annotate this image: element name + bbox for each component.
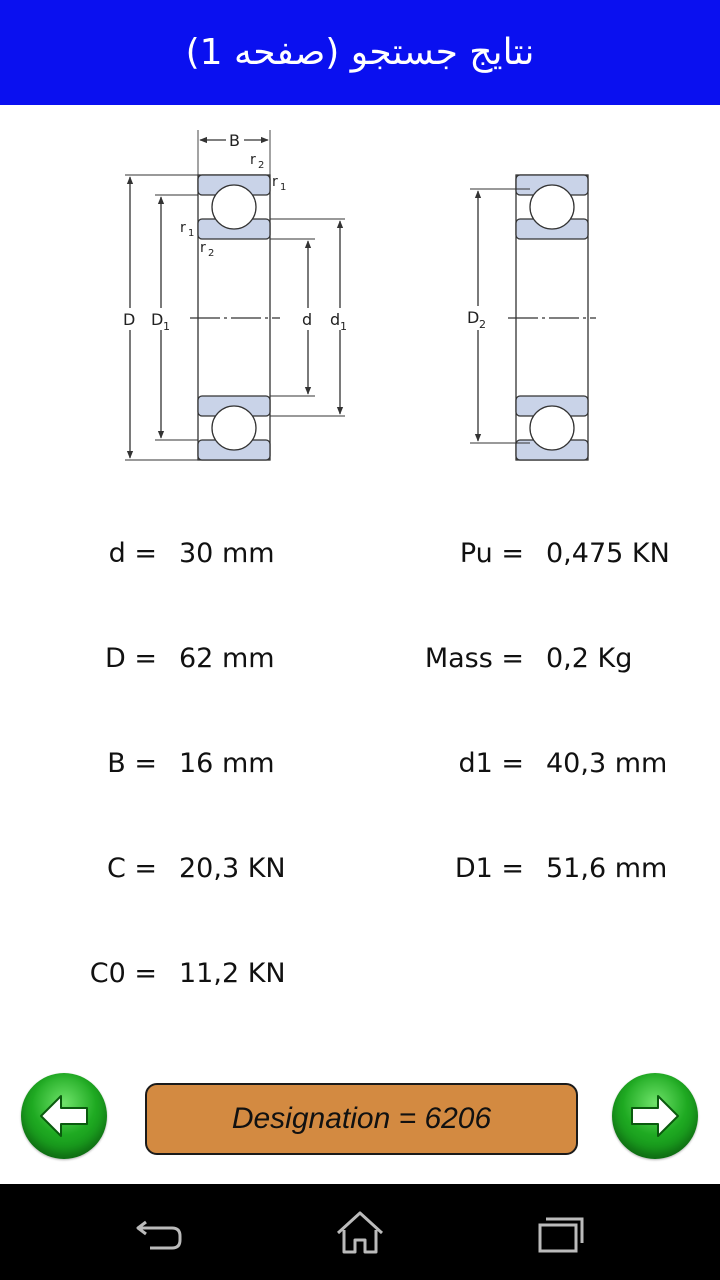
spec-label: D = xyxy=(105,642,157,674)
svg-text:r: r xyxy=(272,174,278,190)
title-bar: نتايج جستجو (صفحه 1) xyxy=(0,0,720,105)
spec-row-D1: D1 = 51,6 mm xyxy=(0,848,720,888)
spec-row-B: B = 16 mm xyxy=(0,743,720,783)
svg-text:2: 2 xyxy=(479,318,486,331)
arrow-left-icon xyxy=(40,1095,88,1137)
label-D1: D xyxy=(151,310,163,329)
label-D2: D xyxy=(467,308,479,327)
spec-value: 16 mm xyxy=(179,747,275,779)
bearing-diagram: B r 2 r 1 r 1 r 2 D D 1 d d 1 D 2 xyxy=(120,130,596,461)
designation-box: Designation = 6206 xyxy=(145,1083,578,1155)
recents-button[interactable] xyxy=(530,1208,590,1258)
svg-text:1: 1 xyxy=(280,182,286,193)
svg-text:1: 1 xyxy=(188,228,194,239)
label-d: d xyxy=(302,310,312,329)
home-icon xyxy=(336,1211,384,1254)
spec-value: 20,3 KN xyxy=(179,852,286,884)
spec-value: 51,6 mm xyxy=(546,852,668,884)
back-icon xyxy=(136,1220,182,1250)
svg-text:r: r xyxy=(250,152,256,168)
svg-text:1: 1 xyxy=(340,320,347,333)
designation-text: Designation = 6206 xyxy=(231,1102,492,1135)
svg-text:r: r xyxy=(180,220,186,236)
prev-page-button[interactable] xyxy=(21,1073,107,1159)
spec-label: d1 = xyxy=(458,747,524,779)
svg-text:r: r xyxy=(200,240,206,256)
spec-value: 11,2 KN xyxy=(179,957,286,989)
spec-label: D1 = xyxy=(454,852,524,884)
spec-value: 30 mm xyxy=(179,537,275,569)
system-nav-bar xyxy=(0,1184,720,1280)
label-D: D xyxy=(123,310,135,329)
label-d1: d xyxy=(330,310,340,329)
next-page-button[interactable] xyxy=(612,1073,698,1159)
spec-row-d1: d1 = 40,3 mm xyxy=(0,743,720,783)
page-title: نتايج جستجو (صفحه 1) xyxy=(185,32,535,73)
spec-row-C0: C0 = 11,2 KN xyxy=(0,953,720,993)
spec-row-mass: Mass = 0,2 Kg xyxy=(0,638,720,678)
svg-text:1: 1 xyxy=(163,320,170,333)
svg-text:2: 2 xyxy=(258,160,264,171)
recents-icon xyxy=(538,1217,584,1253)
spec-row-Pu: Pu = 0,475 KN xyxy=(0,533,720,573)
label-B: B xyxy=(229,131,240,150)
spec-value: 40,3 mm xyxy=(546,747,668,779)
spec-label: Pu = xyxy=(459,537,524,569)
home-button[interactable] xyxy=(330,1208,390,1258)
spec-row-C: C = 20,3 KN xyxy=(0,848,720,888)
spec-label: C = xyxy=(106,852,157,884)
svg-text:2: 2 xyxy=(208,248,214,259)
spec-label: d = xyxy=(108,537,157,569)
arrow-right-icon xyxy=(631,1095,679,1137)
spec-row-D: D = 62 mm xyxy=(0,638,720,678)
spec-label: C0 = xyxy=(89,957,157,989)
spec-value: 0,2 Kg xyxy=(546,642,633,674)
spec-label: B = xyxy=(107,747,157,779)
spec-value: 62 mm xyxy=(179,642,275,674)
spec-row-d: d = 30 mm xyxy=(0,533,720,573)
spec-value: 0,475 KN xyxy=(546,537,670,569)
spec-label: Mass = xyxy=(424,642,524,674)
back-button[interactable] xyxy=(130,1208,190,1258)
